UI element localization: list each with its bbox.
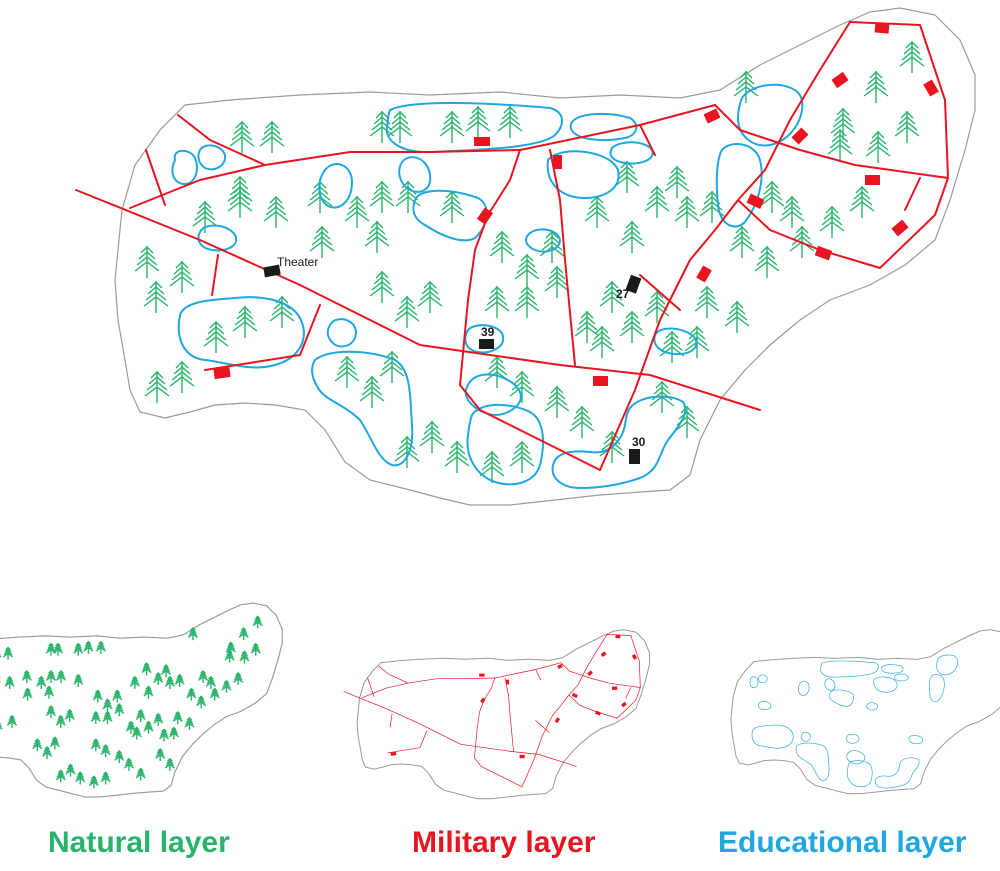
military-building-icon	[474, 137, 490, 146]
military-road	[599, 21, 949, 471]
military-building-icon	[553, 155, 562, 169]
educational-zone	[398, 156, 432, 193]
educational-zone	[326, 318, 358, 348]
natural-layer-map	[0, 602, 283, 798]
educational-zone	[385, 102, 563, 154]
educational-layer-caption: Educational layer	[718, 826, 967, 859]
island-outline	[730, 629, 1000, 795]
military-road	[75, 189, 761, 411]
military-road	[904, 177, 921, 211]
military-building-icon	[814, 245, 833, 261]
building-label: Theater	[277, 255, 318, 269]
educational-zone	[653, 327, 698, 356]
military-road	[459, 149, 521, 386]
military-road	[459, 384, 601, 471]
educational-zone	[569, 112, 638, 142]
building-label: 30	[632, 435, 646, 449]
military-road	[204, 304, 321, 371]
building-icon	[479, 339, 494, 349]
building-icon	[629, 449, 640, 464]
military-building-icon	[865, 175, 880, 185]
educational-zone	[177, 296, 305, 369]
educational-zone	[318, 163, 354, 209]
educational-zone	[609, 141, 654, 165]
military-building-icon	[831, 71, 849, 89]
military-layer-map	[343, 629, 651, 800]
military-road	[639, 124, 656, 156]
natural-layer-caption: Natural layer	[48, 826, 230, 859]
military-road	[211, 254, 219, 296]
military-layer	[75, 21, 949, 471]
military-building-icon	[696, 265, 712, 283]
military-building-icon	[213, 366, 231, 380]
educational-zone	[197, 144, 227, 171]
island-outline	[0, 602, 283, 798]
educational-zone	[464, 373, 522, 416]
labeled-buildings: Theater 39 27 30	[263, 255, 646, 464]
educational-zone	[197, 224, 238, 252]
educational-zone	[551, 395, 687, 490]
military-building-icon	[874, 22, 890, 34]
military-building-icon	[923, 79, 939, 97]
building-label: 39	[481, 325, 495, 339]
educational-zones	[171, 83, 804, 490]
educational-zone	[525, 228, 562, 253]
military-road	[639, 274, 681, 311]
military-building-icon	[593, 376, 608, 386]
building-icon	[625, 274, 642, 294]
main-map: Theater 39 27 30	[75, 7, 976, 506]
military-building-icon	[891, 219, 909, 237]
military-road	[549, 149, 576, 366]
building-label: 27	[616, 287, 630, 301]
military-road	[714, 104, 949, 179]
island-outline	[114, 7, 976, 506]
educational-zone	[171, 149, 198, 185]
military-layer-caption: Military layer	[412, 826, 596, 859]
building-icon	[263, 264, 281, 278]
military-building-icon	[791, 127, 809, 145]
military-road	[177, 114, 266, 166]
military-building-icon	[746, 193, 765, 209]
educational-zone	[311, 350, 414, 467]
military-building-icon	[476, 207, 494, 225]
military-buildings	[213, 22, 939, 386]
educational-zone	[715, 143, 763, 228]
educational-layer-map	[730, 629, 1000, 795]
island-outline	[356, 629, 651, 800]
military-road	[145, 149, 166, 206]
educational-zone	[466, 403, 544, 486]
educational-zone	[736, 83, 804, 147]
educational-zone	[412, 189, 488, 242]
educational-zone	[464, 324, 505, 354]
military-building-icon	[703, 108, 721, 124]
military-road	[129, 104, 716, 209]
